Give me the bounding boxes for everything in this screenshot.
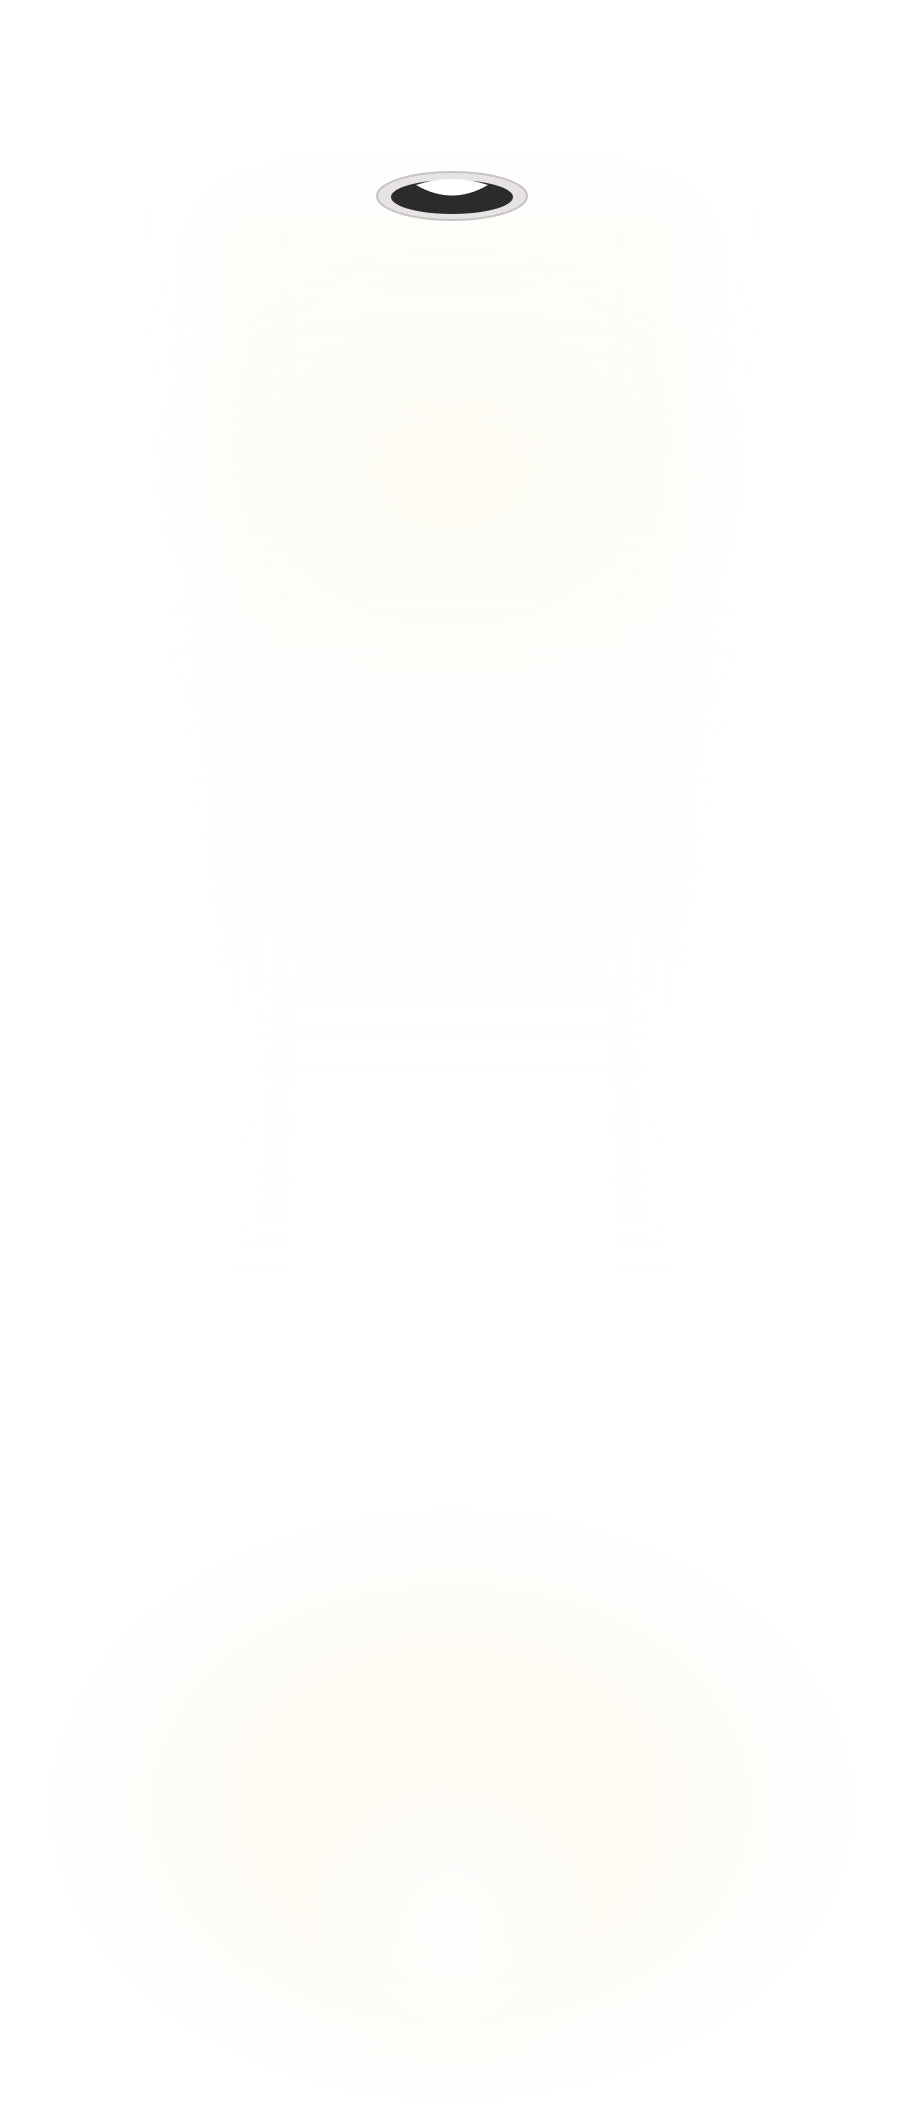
downlight-icon [376, 171, 528, 221]
downlight-fixture [376, 170, 528, 222]
downlight-lamp-opening [416, 179, 488, 196]
floor-light-core [312, 1780, 592, 2080]
light-beam-upper-glow [152, 230, 752, 710]
downlight-reflector [391, 180, 513, 214]
